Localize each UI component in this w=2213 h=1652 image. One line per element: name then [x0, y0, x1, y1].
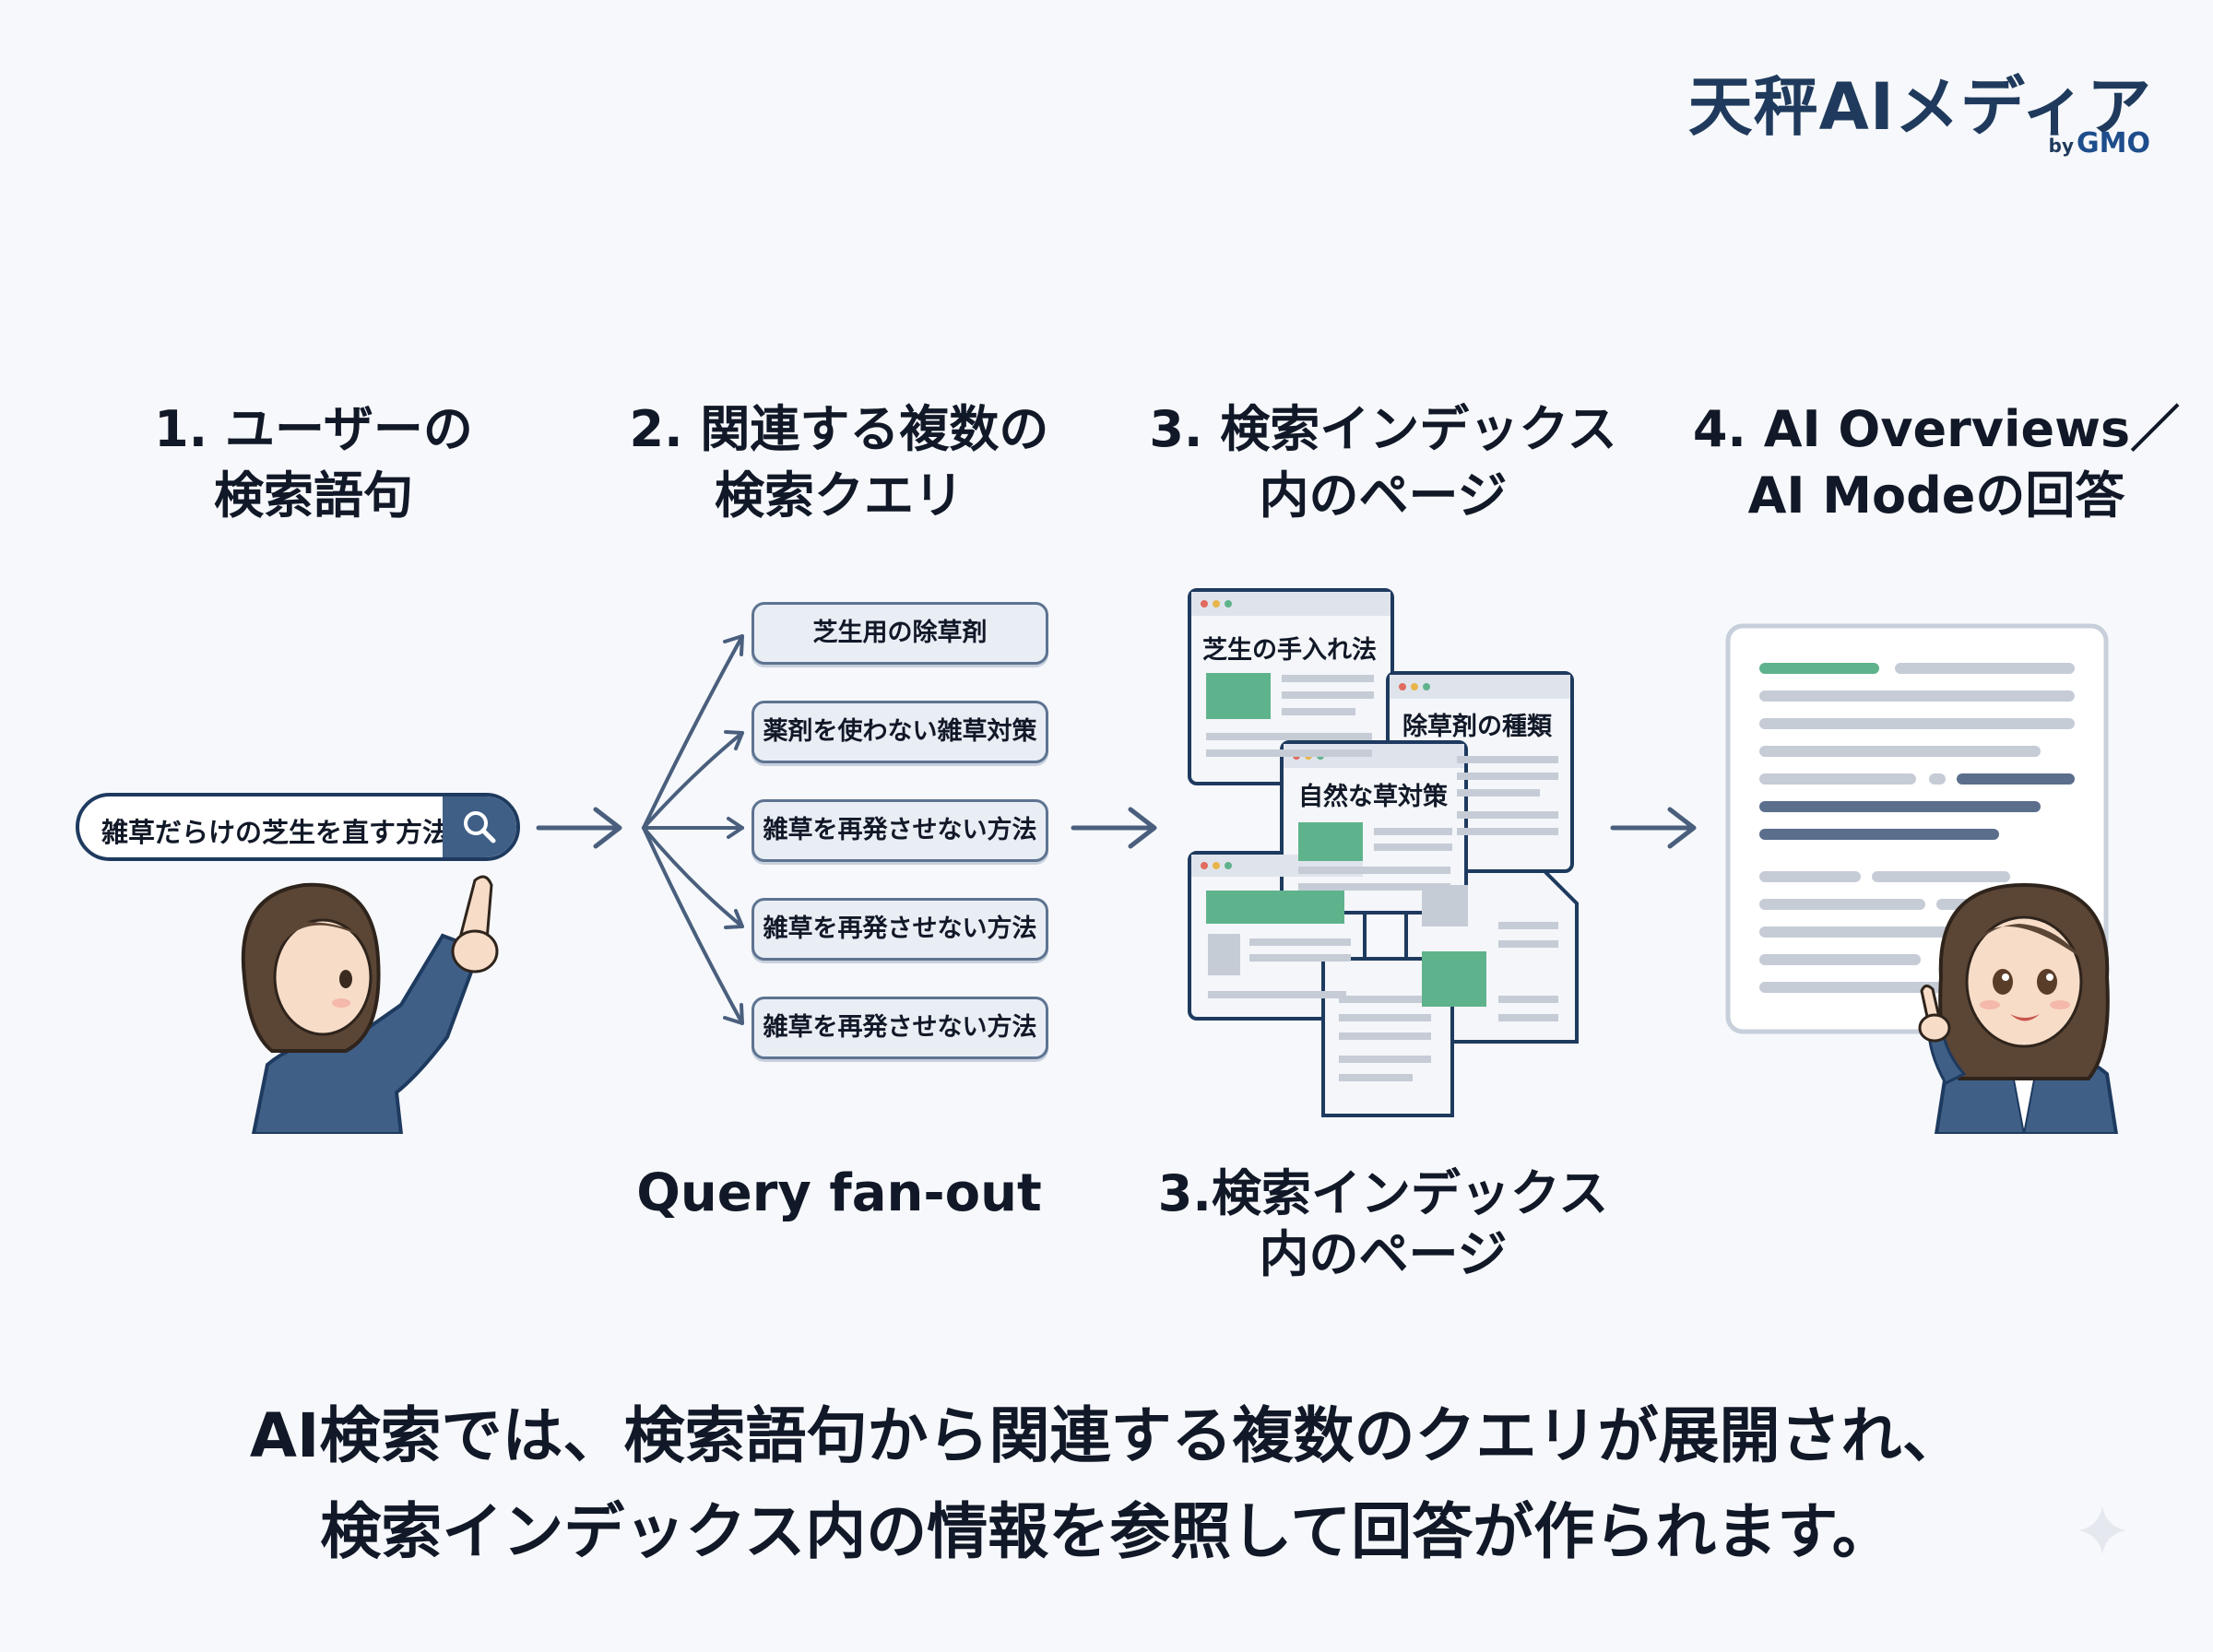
index-pages-caption: 3.検索インデックス内のページ — [1125, 1163, 1641, 1285]
brand-logo-title: 天秤AIメディア — [1687, 69, 2152, 145]
query-pill-3[interactable]: 雑草を再発させない方法 — [751, 799, 1048, 862]
query-pill-1[interactable]: 芝生用の除草剤 — [751, 602, 1048, 665]
query-pill-2[interactable]: 薬剤を使わない雑草対策 — [751, 701, 1048, 763]
step-3-line2: 内のページ — [1259, 466, 1508, 525]
query-pill-4[interactable]: 雑草を再発させない方法 — [751, 898, 1048, 961]
step-1-heading: 1. ユーザーの検索語句 — [92, 396, 535, 529]
page-label-2: 除草剤の種類 — [1402, 713, 1552, 741]
brand-by-name: GMO — [2077, 127, 2150, 159]
fan-out-arrows — [642, 634, 744, 1025]
search-button[interactable] — [443, 796, 516, 857]
flow-arrow-1 — [536, 807, 622, 849]
step-1-line2: 検索語句 — [214, 466, 413, 525]
sparkle-icon — [2078, 1506, 2126, 1554]
summary-line1: AI検索では、検索語句から関連する複数のクエリが展開され、 — [249, 1400, 1964, 1471]
fan-out-caption: Query fan-out — [636, 1163, 1042, 1223]
step-2-line2: 検索クエリ — [715, 466, 964, 525]
step-2-heading: 2. 関連する複数の検索クエリ — [609, 396, 1070, 529]
step-3-line1: 3. 検索インデックス — [1149, 400, 1617, 458]
step-1-line1: 1. ユーザーの — [154, 400, 473, 458]
summary-text: AI検索では、検索語句から関連する複数のクエリが展開され、検索インデックス内の情… — [55, 1388, 2158, 1580]
user-illustration — [241, 875, 499, 1134]
index-pages-collage — [1188, 588, 1579, 1117]
summary-line2: 検索インデックス内の情報を参照して回答が作られます。 — [320, 1496, 1893, 1567]
step-2-line1: 2. 関連する複数の — [629, 400, 1049, 458]
search-bar[interactable]: 雑草だらけの芝生を直す方法 — [76, 793, 520, 861]
step-3-heading: 3. 検索インデックス内のページ — [1125, 396, 1641, 529]
step-4-line1: 4. AI Overviews／ — [1692, 400, 2181, 458]
assistant-illustration — [1918, 882, 2119, 1134]
search-icon — [464, 811, 496, 844]
index-caption-line2: 内のページ — [1259, 1225, 1508, 1283]
page-label-3: 自然な草対策 — [1298, 783, 1448, 811]
search-query-text[interactable]: 雑草だらけの芝生を直す方法 — [101, 817, 450, 848]
flow-arrow-3 — [1610, 807, 1697, 849]
index-caption-line1: 3.検索インデックス — [1157, 1164, 1609, 1222]
page-label-1: 芝生の手入れ法 — [1202, 636, 1377, 665]
brand-by-prefix: by — [2048, 135, 2075, 157]
step-4-line2: AI Modeの回答 — [1747, 466, 2125, 525]
flow-arrow-2 — [1071, 807, 1157, 849]
step-4-heading: 4. AI Overviews／ AI Modeの回答 — [1678, 396, 2195, 529]
query-pill-5[interactable]: 雑草を再発させない方法 — [751, 997, 1048, 1059]
